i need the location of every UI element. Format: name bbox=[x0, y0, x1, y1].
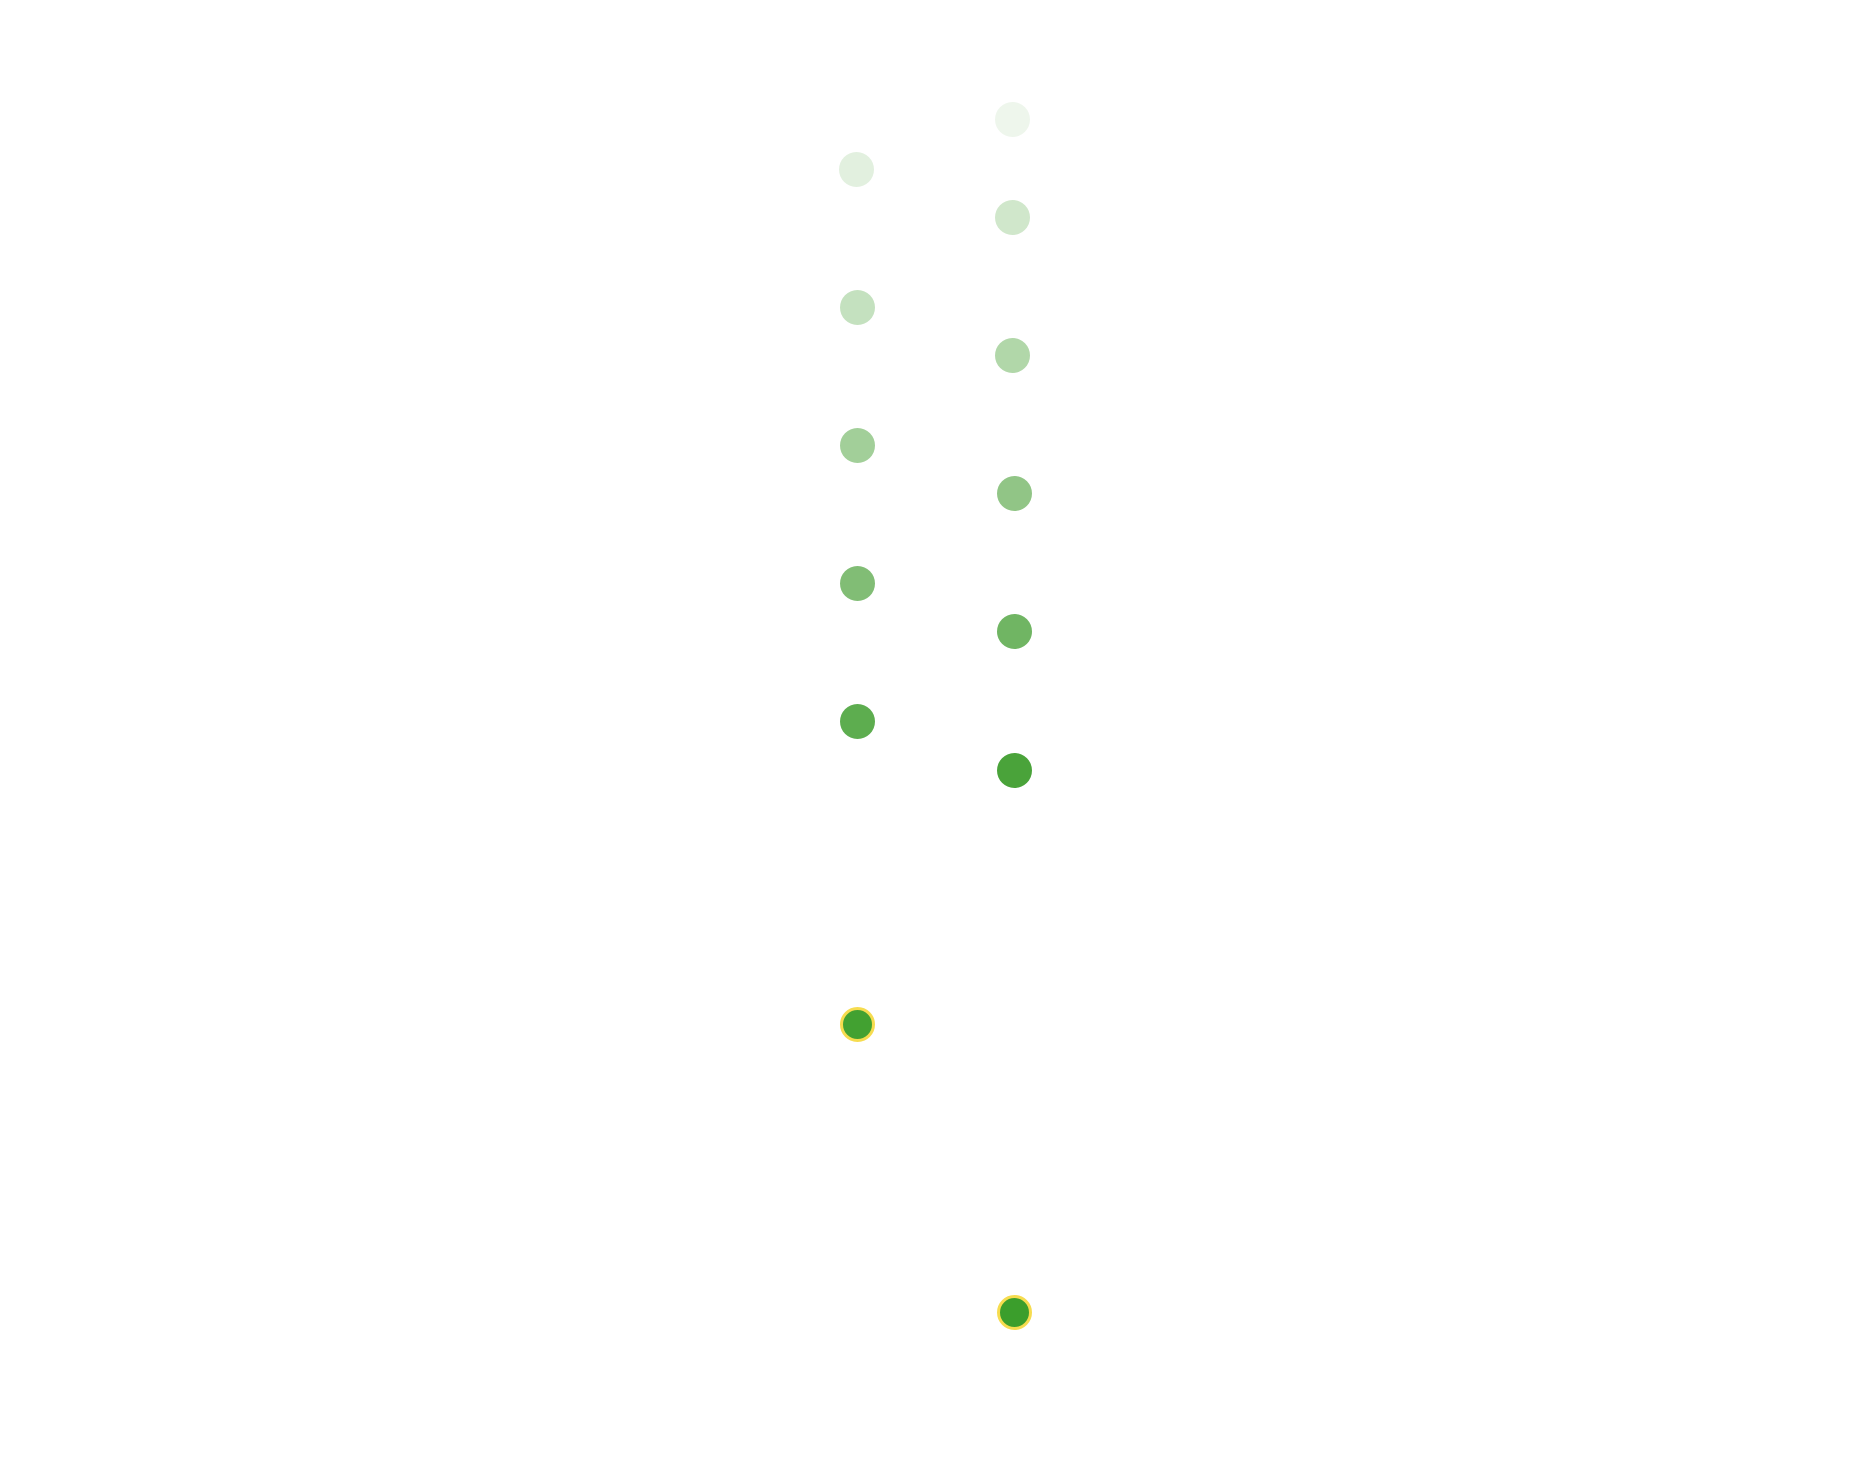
right-dot[interactable] bbox=[994, 199, 1030, 235]
left-dot[interactable] bbox=[839, 427, 875, 463]
right-dot[interactable] bbox=[994, 337, 1030, 373]
right-dot[interactable] bbox=[994, 101, 1030, 137]
right-dot-highlighted[interactable] bbox=[996, 1294, 1032, 1330]
left-dot[interactable] bbox=[839, 703, 875, 739]
left-dot[interactable] bbox=[839, 565, 875, 601]
left-dot-highlighted[interactable] bbox=[839, 1006, 875, 1042]
right-dot[interactable] bbox=[996, 475, 1032, 511]
left-dot[interactable] bbox=[838, 151, 874, 187]
left-dot[interactable] bbox=[839, 289, 875, 325]
right-dot[interactable] bbox=[996, 613, 1032, 649]
right-dot[interactable] bbox=[996, 752, 1032, 788]
